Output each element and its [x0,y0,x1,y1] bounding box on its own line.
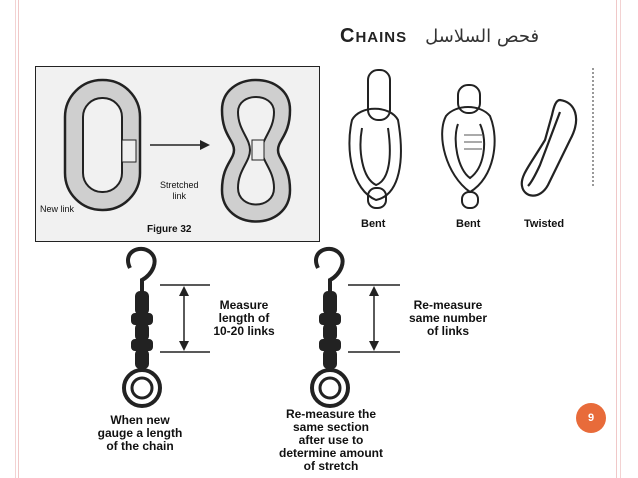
bent-label-2: Bent [456,218,481,230]
right-measure-chain-illustration [310,246,400,408]
bent-chain-2-illustration [441,84,496,209]
page-number-badge: 9 [576,403,606,433]
measure-length-label: Measure length of 10-20 links [213,298,275,338]
twisted-link-illustration [520,98,578,197]
new-link-label: New link [40,204,75,214]
arrow-icon [150,140,210,150]
bent-chain-1-illustration [348,69,402,209]
new-link-illustration [63,78,142,212]
when-new-caption: When new gauge a length of the chain [97,413,183,453]
slide-right-frame [616,0,638,478]
stretched-link-label: Stretched link [160,180,199,201]
twisted-label: Twisted [524,218,565,230]
slide-left-frame-line [15,0,16,478]
slide-left-frame [0,0,19,478]
left-measure-chain-illustration [122,246,210,408]
stretched-link-illustration [220,78,292,223]
bent-label-1: Bent [361,218,386,230]
remeasure-links-label: Re-measure same number of links [408,298,488,338]
title-arabic: فحص السلاسل [425,25,540,47]
slide-right-frame-line [620,0,621,478]
decorative-dotted-line [592,68,594,188]
remeasure-section-caption: Re-measure the same section after use to… [278,407,383,473]
figure-caption: Figure 32 [147,224,192,235]
title-english: CHAINS [340,24,408,47]
slide-title: CHAINS فحص السلاسل [340,22,539,50]
